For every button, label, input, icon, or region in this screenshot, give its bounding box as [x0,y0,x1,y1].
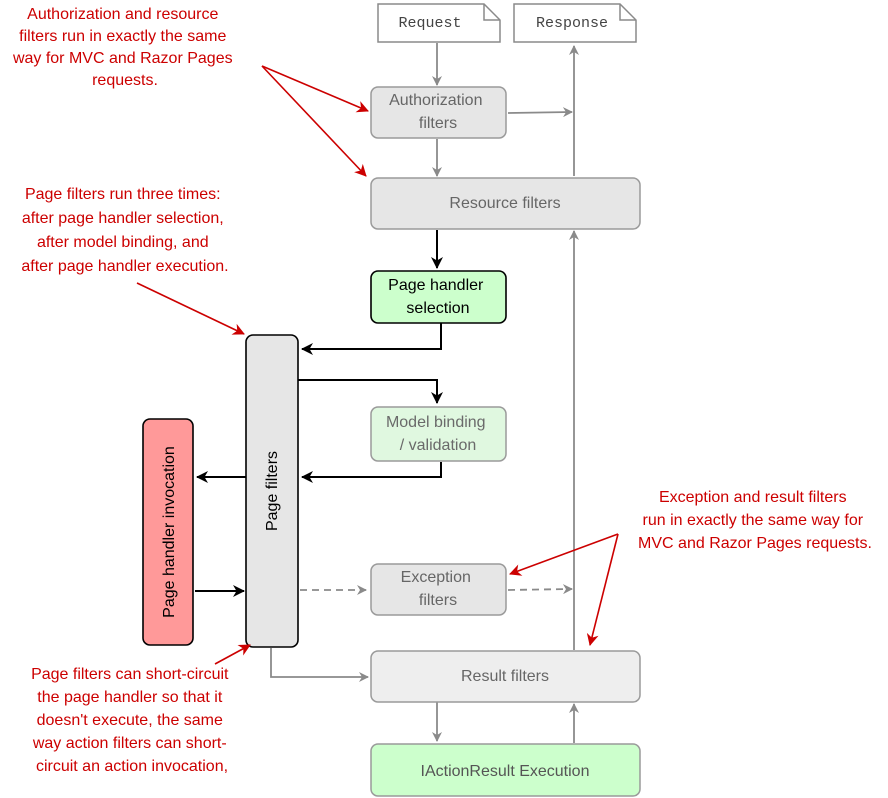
short-circuit-note: Page filters can short-circuit the page … [31,666,233,775]
page-handler-selection-line-1: Page handler [388,277,484,294]
action-result-execution-box: IActionResult Execution [370,743,641,797]
authorization-filters-line-1: Authorization [389,92,482,109]
arrow-exception-to-response-path [507,584,573,595]
page-filters-label: Page filters [264,451,281,531]
model-binding-box: Model binding / validation [370,406,507,462]
black-flow-arrows [195,230,443,597]
response-document: Response [513,3,637,43]
resource-filters-label: Resource filters [449,195,560,212]
request-label: Request [398,15,461,32]
arrow-model-binding-to-page-filters [301,462,442,483]
page-filters-note: Page filters run three times: after page… [21,186,228,275]
annotation-arrows [136,65,619,665]
page-handler-selection-box: Page handler selection [370,270,507,324]
result-filters-box: Result filters [370,650,641,703]
arrow-selection-to-page-filters [301,323,442,355]
authorization-filters-box: Authorization filters [370,86,507,139]
exception-result-note: Exception and result filters run in exac… [638,489,872,552]
arrow-note-to-page-filters [136,282,245,335]
arrow-page-filters-to-model-binding [298,379,443,404]
exception-filters-line-2: filters [419,592,457,609]
arrow-note-to-authorization [261,65,369,113]
model-binding-line-2: / validation [400,437,477,454]
page-handler-invocation-box: Page handler invocation [142,418,194,646]
resource-filters-box: Resource filters [370,177,641,230]
exception-filters-box: Exception filters [370,563,507,616]
request-document: Request [377,3,501,43]
page-filters-box: Page filters [245,334,299,648]
action-result-execution-label: IActionResult Execution [421,763,590,780]
model-binding-line-1: Model binding [386,414,486,431]
gray-flow-arrows [270,43,579,743]
svg-text:Page handler selection: Page handler selection [388,277,488,317]
arrow-note-to-resource [261,65,367,177]
arrow-note-to-result [586,533,619,646]
page-handler-invocation-label: Page handler invocation [161,446,178,618]
page-handler-selection-line-2: selection [406,300,469,317]
auth-resource-note: Authorization and resource filters run i… [12,6,237,89]
exception-filters-line-1: Exception [401,569,471,586]
svg-text:Exception filters: Exception filters [401,569,476,609]
result-filters-label: Result filters [461,668,549,685]
response-label: Response [536,15,608,32]
arrow-page-filters-to-result [270,648,369,682]
arrow-note-to-exception [509,533,619,576]
arrow-authorization-to-response-path [507,107,573,118]
arrow-short-circuit-to-page-filters [214,644,251,665]
svg-text:Authorization filters: Authorization filters [389,92,487,132]
authorization-filters-line-2: filters [419,115,457,132]
svg-text:Model binding / validati: Model binding / validation [386,414,490,454]
